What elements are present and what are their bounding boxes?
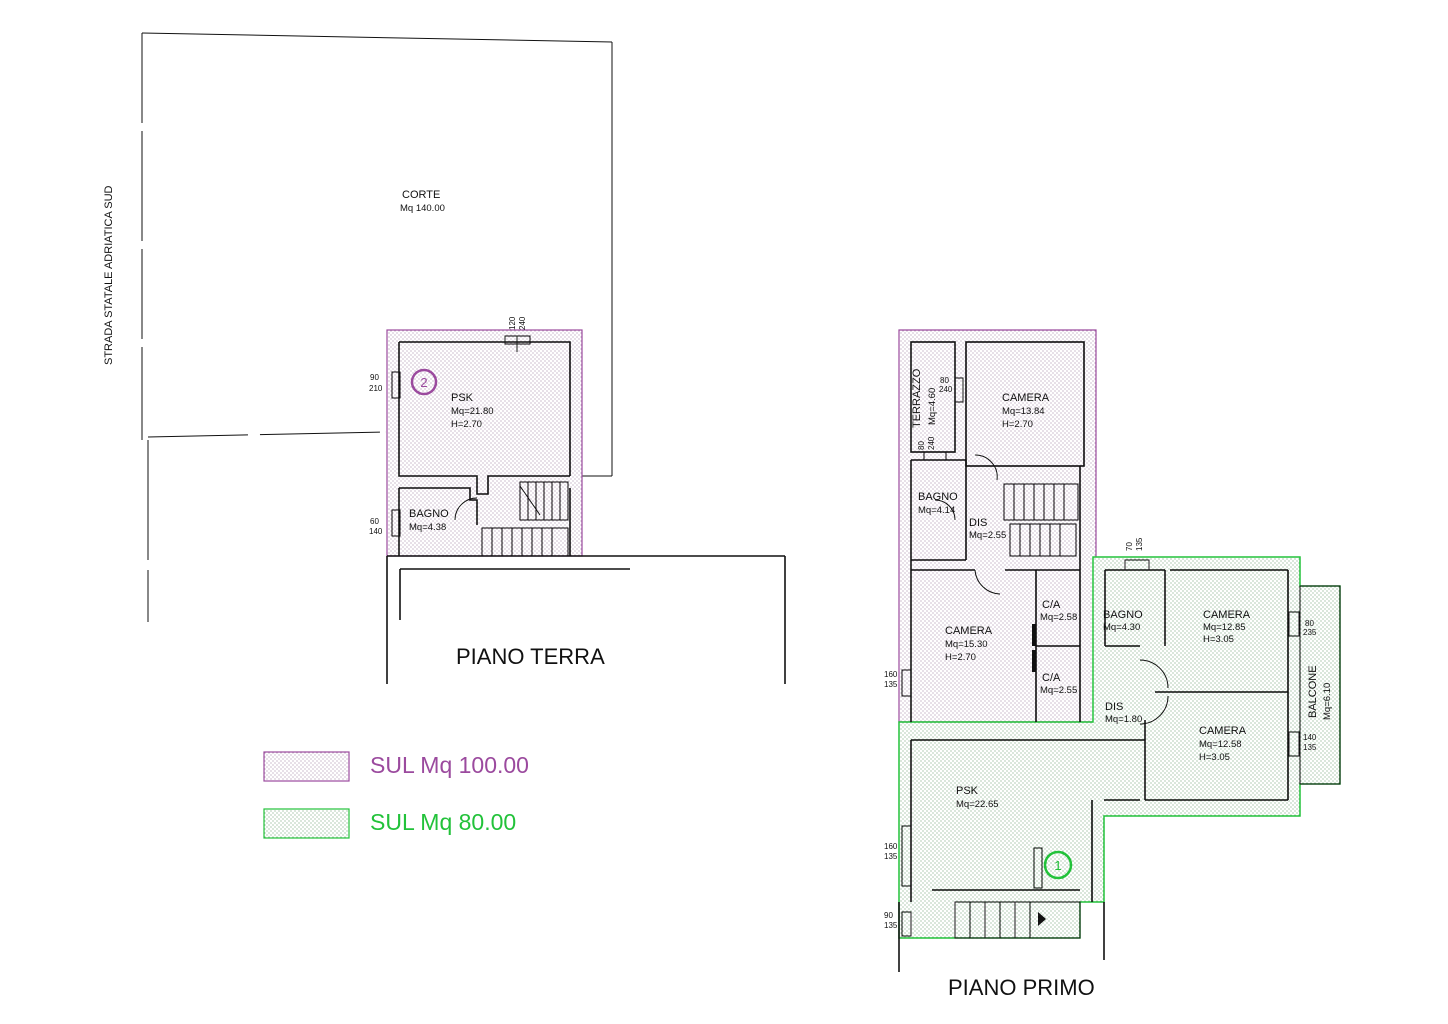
ca1-label: C/A [1042,599,1061,611]
bagno1-area: Mq=4.14 [918,505,955,516]
ground-floor-walls [386,335,786,684]
dim-w6-b: 135 [884,680,898,689]
camera1-height: H=2.70 [1002,419,1033,430]
dim-left2-b: 140 [369,527,383,536]
bagno1-label: BAGNO [918,491,958,503]
dim-w8-a: 90 [884,911,893,920]
bagno2-label: BAGNO [1103,609,1143,621]
camera2-label: CAMERA [945,625,993,637]
camera4-area: Mq=12.58 [1199,739,1242,750]
ground-bagno-label: BAGNO [409,508,449,520]
dim-w3-a: 70 [1125,542,1134,551]
marker-1-label: 1 [1054,858,1061,873]
dim-w3-b: 135 [1135,537,1144,551]
road-label: STRADA STATALE ADRIATICA SUD [103,185,115,365]
dim-w5-a: 140 [1303,733,1317,742]
dim-left1-a: 90 [370,373,379,382]
first-floor-plan: TERRAZZO Mq=4.60 CAMERA Mq=13.84 H=2.70 … [884,329,1341,1000]
corte-area: Mq 140.00 [400,203,445,214]
dis2-label: DIS [1105,701,1123,713]
camera2-area: Mq=15.30 [945,639,988,650]
legend-label-green: SUL Mq 80.00 [370,809,516,835]
first-psk-label: PSK [956,785,979,797]
dim-w2-a: 80 [917,441,926,450]
dim-w4-a: 80 [1305,619,1314,628]
camera4-label: CAMERA [1199,725,1247,737]
legend-label-purple: SUL Mq 100.00 [370,752,529,778]
marker-2-label: 2 [420,375,427,390]
sul-area-purple-ground [386,329,583,557]
terrazzo-area: Mq=4.60 [927,388,938,425]
corte-label: CORTE [402,189,440,201]
piano-terra-title: PIANO TERRA [456,644,605,669]
balcone-area: Mq=6.10 [1322,683,1333,720]
corte-outline [141,32,613,622]
dim-top-b: 240 [518,316,527,330]
dim-w2-b: 240 [927,436,936,450]
dim-left2-a: 60 [370,517,379,526]
legend-swatch-purple [263,751,350,782]
marker-circle-1 [1043,850,1073,880]
dis1-label: DIS [969,517,987,529]
dim-left1-b: 210 [369,384,383,393]
dim-w8-b: 135 [884,921,898,930]
marker-circle-2 [410,368,438,396]
dim-w1-a: 80 [940,376,949,385]
ground-psk-label: PSK [451,392,474,404]
dim-top-a: 120 [508,316,517,330]
dis1-area: Mq=2.55 [969,530,1006,541]
camera3-height: H=3.05 [1203,634,1234,645]
camera2-height: H=2.70 [945,652,976,663]
camera1-area: Mq=13.84 [1002,406,1045,417]
ground-psk-height: H=2.70 [451,419,482,430]
dim-w5-b: 135 [1303,743,1317,752]
terrazzo-label: TERRAZZO [911,368,923,428]
dis2-area: Mq=1.80 [1105,714,1142,725]
camera4-height: H=3.05 [1199,752,1230,763]
ground-psk-area: Mq=21.80 [451,406,494,417]
dim-w7-b: 135 [884,852,898,861]
stair-arrow-icon [1038,912,1046,926]
ca2-area: Mq=2.55 [1040,685,1077,696]
ca2-label: C/A [1042,672,1061,684]
dim-w1-b: 240 [939,385,953,394]
balcone-label: BALCONE [1307,665,1319,718]
camera3-area: Mq=12.85 [1203,622,1246,633]
camera3-label: CAMERA [1203,609,1251,621]
dim-w6-a: 160 [884,670,898,679]
ca1-area: Mq=2.58 [1040,612,1077,623]
first-floor-walls [898,341,1341,972]
bagno2-area: Mq=4.30 [1103,622,1140,633]
first-psk-area: Mq=22.65 [956,799,999,810]
ground-bagno-area: Mq=4.38 [409,522,446,533]
piano-primo-title: PIANO PRIMO [948,975,1095,1000]
dim-w7-a: 160 [884,842,898,851]
dim-w4-b: 235 [1303,628,1317,637]
camera1-label: CAMERA [1002,392,1050,404]
legend: SUL Mq 100.00 SUL Mq 80.00 [263,751,529,839]
ground-floor-plan: CORTE Mq 140.00 PSK Mq=21.80 H=2.70 BAGN… [103,32,786,684]
legend-swatch-green [263,808,350,839]
